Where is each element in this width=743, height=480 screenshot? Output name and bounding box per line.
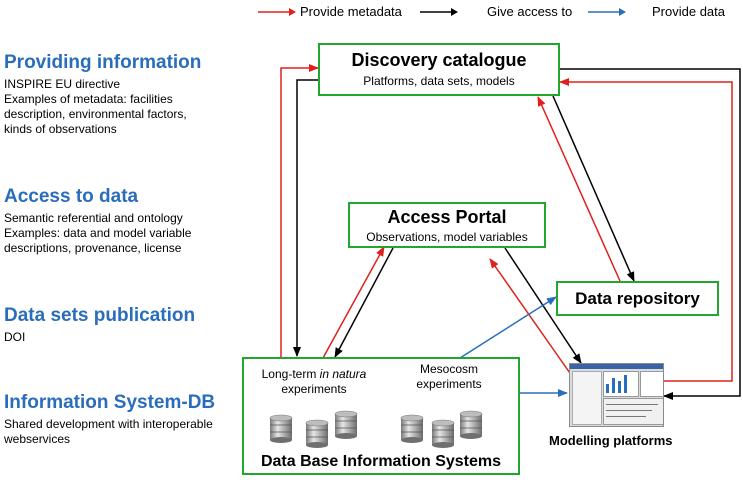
section-line: webservices [4, 432, 71, 446]
section-line: DOI [4, 330, 26, 344]
database-icon [400, 414, 424, 444]
database-icon [459, 410, 483, 440]
section-title: Access to data [4, 186, 139, 207]
section-line: INSPIRE EU directive [4, 77, 121, 91]
arrow-db-to-discovery [280, 64, 319, 358]
section-line: Examples: data and model variable [4, 226, 192, 240]
section-data-sets-publication: Data sets publication DOI [4, 305, 195, 345]
database-icon [305, 419, 329, 449]
section-providing-information: Providing information INSPIRE EU directi… [4, 52, 201, 137]
arrow-db-to-repository [459, 296, 557, 359]
arrow-modelling-to-discovery [559, 78, 733, 382]
database-icon [431, 419, 455, 449]
legend-arrow-data [588, 8, 626, 16]
section-title: Information System-DB [4, 392, 216, 413]
section-title: Providing information [4, 52, 202, 73]
access-portal-title: Access Portal [387, 207, 507, 227]
arrow-discovery-to-modelling [560, 68, 741, 400]
access-portal-subtitle: Observations, model variables [366, 230, 528, 244]
discovery-catalogue-title: Discovery catalogue [351, 50, 527, 70]
database-icons [269, 410, 483, 449]
dbis-box: Long-term in natura experiments Mesocosm… [242, 357, 520, 475]
mesocosm-label: Mesocosm experiments [416, 362, 482, 391]
dbis-title: Data Base Information Systems [260, 453, 502, 470]
database-icon [334, 410, 358, 440]
section-line: kinds of observations [4, 122, 117, 136]
arrow-db-to-portal [322, 246, 385, 359]
section-line: Examples of metadata: facilities [4, 92, 173, 106]
discovery-catalogue-box: Discovery catalogue Platforms, data sets… [318, 43, 560, 96]
legend-give-access: Give access to [487, 4, 573, 19]
legend-provide-data: Provide data [652, 4, 725, 19]
legend-arrow-access [420, 8, 458, 16]
section-line: descriptions, provenance, license [4, 241, 182, 255]
access-portal-box: Access Portal Observations, model variab… [348, 202, 546, 248]
section-information-system-db: Information System-DB Shared development… [4, 392, 215, 447]
legend-arrow-metadata [258, 8, 296, 16]
arrow-discovery-to-db [293, 79, 318, 357]
modelling-platforms-label: Modelling platforms [549, 433, 673, 448]
section-title: Data sets publication [4, 305, 196, 326]
longterm-label: Long-term in natura experiments [261, 367, 367, 396]
section-line: description, environmental factors, [4, 107, 187, 121]
arrow-repository-to-discovery [537, 96, 621, 282]
data-repository-title: Data repository [575, 289, 700, 308]
section-line: Shared development with interoperable [4, 417, 213, 431]
modelling-platform-screenshot [569, 363, 664, 427]
data-repository-box: Data repository [556, 281, 719, 316]
section-access-to-data: Access to data Semantic referential and … [4, 186, 191, 256]
database-icon [269, 414, 293, 444]
discovery-catalogue-subtitle: Platforms, data sets, models [363, 74, 515, 88]
section-line: Semantic referential and ontology [4, 211, 183, 225]
arrow-modelling-to-portal [489, 258, 573, 377]
arrow-discovery-to-repository [552, 95, 635, 282]
legend-provide-metadata: Provide metadata [300, 4, 402, 19]
arrow-portal-to-db [334, 247, 394, 358]
